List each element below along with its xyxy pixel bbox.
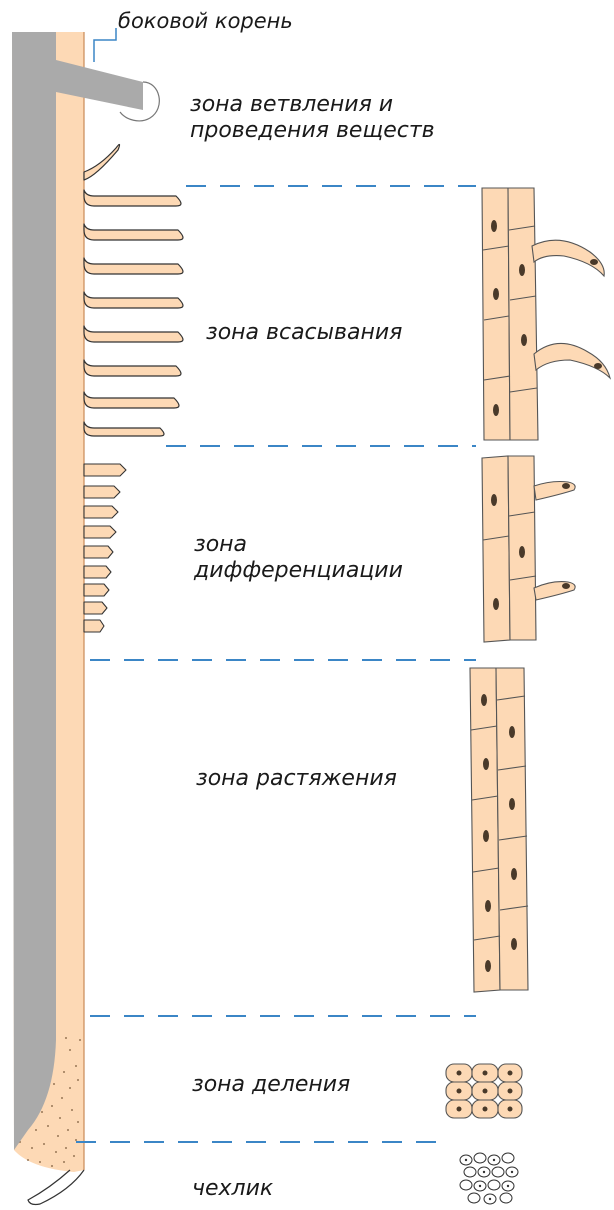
cells-cap bbox=[460, 1153, 518, 1204]
main-root bbox=[12, 32, 84, 1172]
label-differentiation-line2: дифференциации bbox=[194, 558, 403, 584]
label-elongation-zone: зона растяжения bbox=[196, 766, 397, 792]
cells-elongation bbox=[470, 668, 528, 992]
label-branching-line2: проведения веществ bbox=[190, 118, 435, 144]
root-cap-outline bbox=[28, 1170, 84, 1205]
root-hairs-long bbox=[84, 144, 183, 436]
cells-differentiation bbox=[482, 456, 575, 642]
lateral-root-leader bbox=[94, 28, 116, 62]
label-lateral-root: боковой корень bbox=[118, 8, 293, 34]
cells-absorption bbox=[482, 188, 610, 440]
label-root-cap: чехлик bbox=[192, 1176, 273, 1202]
label-differentiation-zone: зона дифференциации bbox=[194, 532, 403, 584]
label-absorption-zone: зона всасывания bbox=[206, 320, 402, 346]
label-differentiation-line1: зона bbox=[194, 532, 403, 558]
root-hairs-short bbox=[84, 464, 126, 632]
central-cylinder bbox=[12, 32, 56, 1150]
label-division-zone: зона деления bbox=[192, 1072, 350, 1098]
label-branching-line1: зона ветвления и bbox=[190, 92, 435, 118]
label-branching-zone: зона ветвления и проведения веществ bbox=[190, 92, 435, 144]
